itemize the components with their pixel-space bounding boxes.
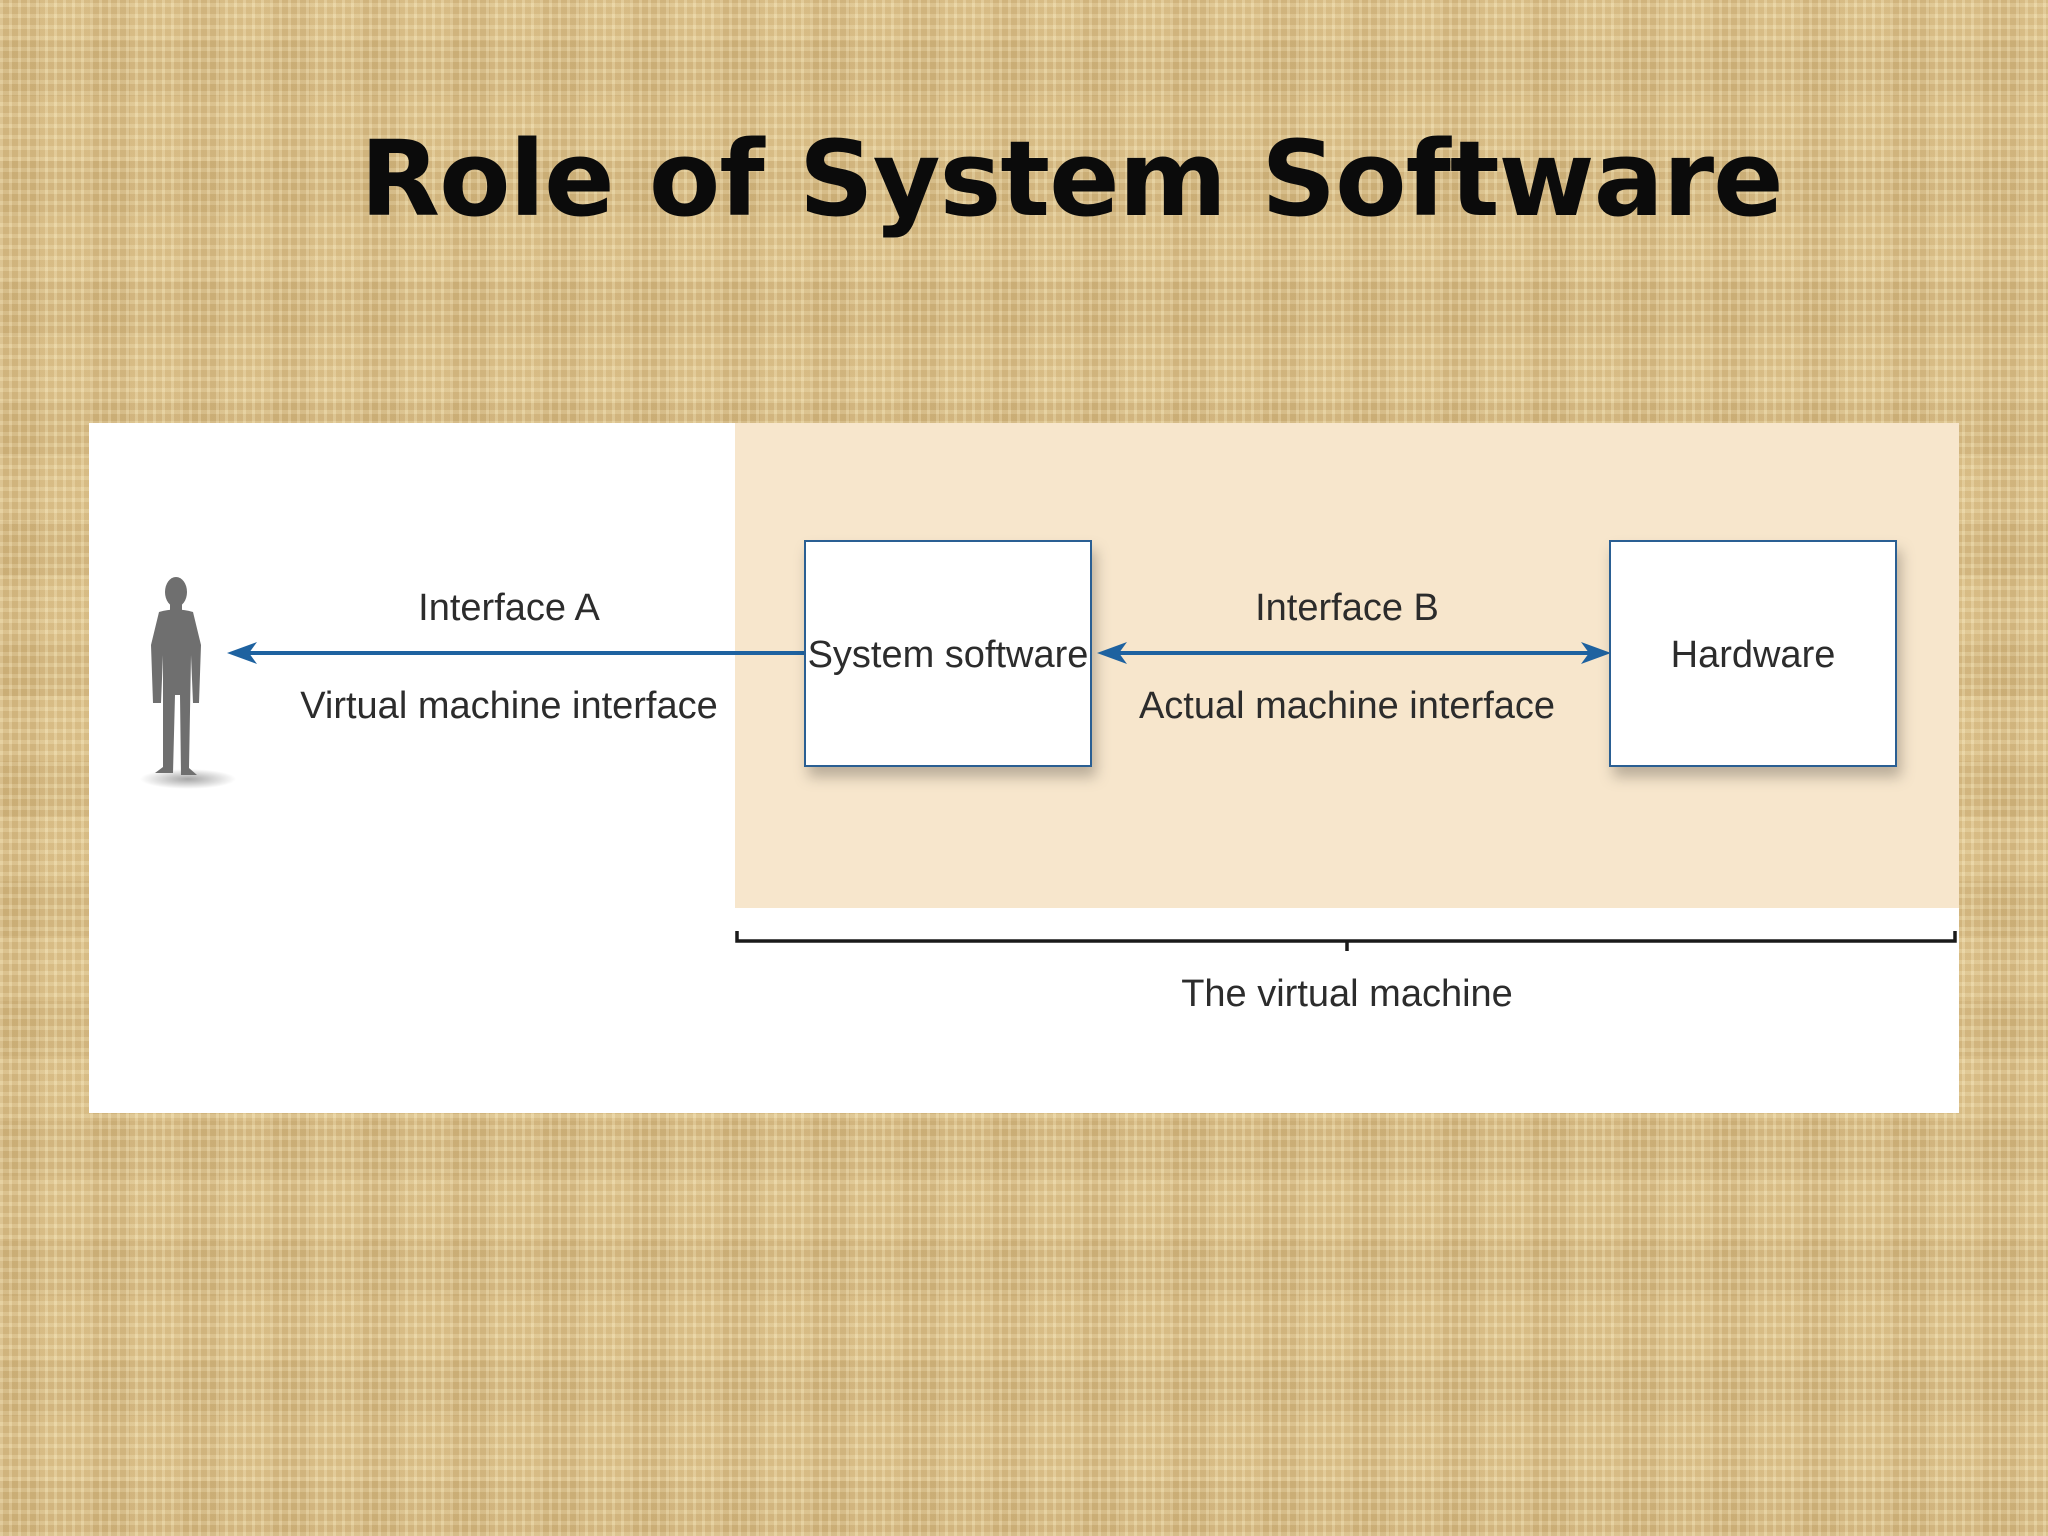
interface-b-arrow [1097,642,1611,664]
hardware-label: Hardware [1671,634,1836,676]
interface-b-sublabel: Actual machine interface [1139,685,1555,727]
virtual-machine-bracket [735,931,1957,951]
system-software-label: System software [808,634,1089,676]
slide-title: Role of System Software [360,118,1784,240]
virtual-machine-label: The virtual machine [1181,973,1513,1015]
interface-a-sublabel: Virtual machine interface [300,685,718,727]
hardware-box: Hardware [1609,540,1897,767]
diagram-svg: Interface A Virtual machine interface Sy… [140,423,1959,1015]
interface-b-label: Interface B [1255,587,1439,629]
person-icon [140,577,236,789]
system-software-box: System software [804,540,1092,767]
diagram-panel: Interface A Virtual machine interface Sy… [89,423,1959,1113]
interface-a-label: Interface A [418,587,600,629]
